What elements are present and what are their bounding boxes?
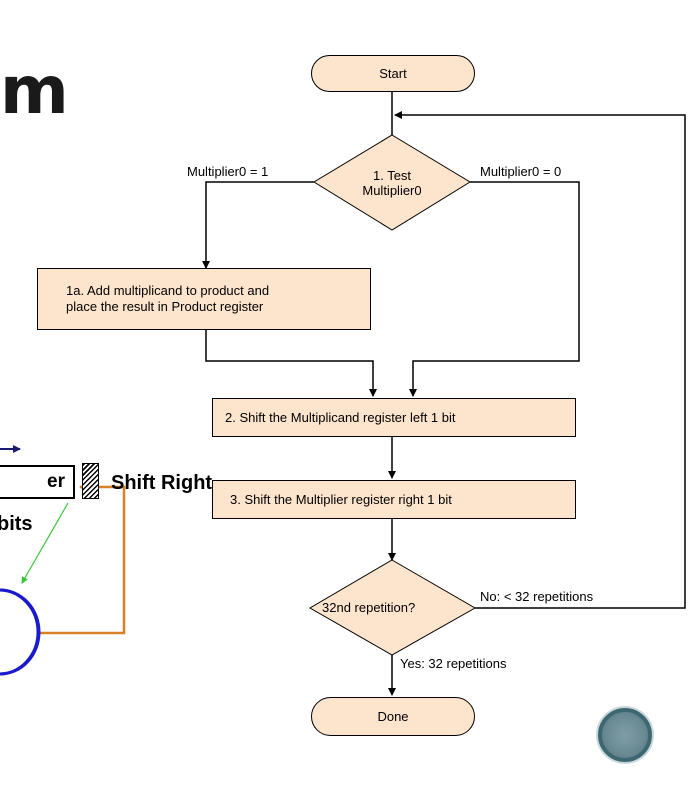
- no-label: No: < 32 repetitions: [480, 589, 594, 604]
- decision-32nd-repetition: [309, 559, 477, 656]
- start-terminal: Start: [311, 55, 475, 92]
- shift-right-label: Shift Right: [111, 472, 213, 494]
- yes-label: Yes: 32 repetitions: [400, 656, 507, 671]
- step3-label: 3. Shift the Multiplier register right 1…: [230, 492, 452, 507]
- slide-title-fragment: m: [0, 52, 69, 129]
- logo-badge-icon: [598, 708, 652, 762]
- branch-right-label: Multiplier0 = 0: [480, 164, 562, 179]
- register-label: er: [47, 471, 65, 492]
- control-line: [40, 483, 126, 635]
- step-2-box: 2. Shift the Multiplicand register left …: [212, 398, 576, 437]
- decision2-label: 32nd repetition?: [322, 600, 416, 615]
- step1a-line1: 1a. Add multiplicand to product and: [66, 283, 270, 298]
- step2-label: 2. Shift the Multiplicand register left …: [225, 410, 456, 425]
- decision-test-multiplier: [313, 134, 471, 231]
- alu-circle: [0, 588, 40, 676]
- connector-1a-step2: [205, 330, 377, 397]
- bits-label: bits: [0, 513, 33, 535]
- multiplier-register: er: [0, 465, 75, 499]
- shift-hatch-block: [82, 463, 99, 499]
- start-label: Start: [379, 66, 407, 81]
- signal-line: [21, 502, 69, 584]
- branch-left-label: Multiplier0 = 1: [187, 164, 269, 179]
- decision1-line1: 1. Test: [372, 168, 412, 183]
- done-terminal: Done: [311, 697, 475, 736]
- connector-loop-back: [394, 111, 686, 609]
- connector-branch-right: [409, 181, 580, 397]
- step1a-line2: place the result in Product register: [66, 299, 264, 314]
- alu-circle-left: [0, 588, 41, 676]
- connector-branch-left: [202, 181, 314, 269]
- decision1-text: 1. Test Multiplier0: [346, 168, 438, 198]
- step-3-box: 3. Shift the Multiplier register right 1…: [212, 480, 576, 519]
- step-1a-box: 1a. Add multiplicand to product and plac…: [37, 268, 371, 330]
- decision1-line2: Multiplier0: [362, 183, 422, 198]
- done-label: Done: [377, 709, 409, 724]
